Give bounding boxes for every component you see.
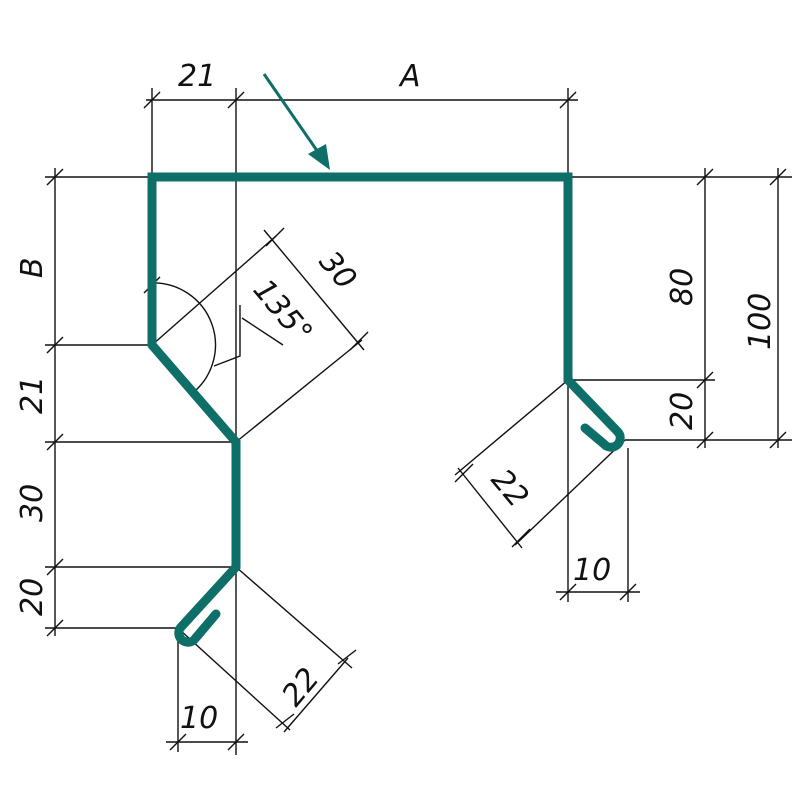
label-right-20: 20	[665, 392, 700, 430]
dimension-labels: 21 A B 21 30 20 30 135° 80 20 100 22 10 …	[15, 59, 778, 736]
direction-arrow-icon	[262, 73, 330, 170]
label-top-21: 21	[178, 59, 216, 94]
profile-outline	[147, 172, 625, 647]
label-right-100: 100	[743, 293, 778, 350]
label-left-30: 30	[15, 484, 50, 522]
label-bottom-10: 10	[180, 701, 218, 736]
label-left-b: B	[15, 257, 50, 278]
dimension-lines	[45, 88, 792, 755]
label-right-22: 22	[484, 463, 535, 515]
label-right-10: 10	[573, 553, 611, 588]
label-top-a: A	[398, 59, 421, 94]
label-left-20: 20	[15, 578, 50, 616]
label-diag-30: 30	[312, 245, 363, 297]
label-right-80: 80	[665, 268, 700, 306]
label-angle-135: 135°	[246, 273, 319, 351]
label-bottom-22: 22	[275, 661, 326, 713]
label-left-21: 21	[15, 376, 50, 414]
